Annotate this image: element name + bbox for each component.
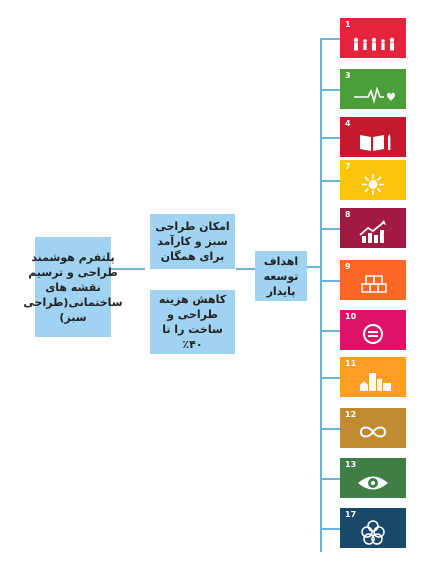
sun-icon	[340, 160, 406, 200]
sdg-root-label: اهداف توسعه پایدار	[263, 254, 299, 298]
platform-node: پلتفرم هوشمند طراحی و ترسیم نقشه های ساخ…	[23, 237, 123, 337]
city-icon	[340, 357, 406, 397]
connector-root-trunk	[305, 266, 321, 268]
sdg-tile-12: 12	[340, 408, 406, 448]
eye-earth-icon	[340, 458, 406, 498]
benefit-top-node: امکان طراحی سبز و کارآمد برای همگان	[150, 214, 235, 269]
sdg-branch-connector	[320, 38, 340, 40]
sdg-branch-connector	[320, 478, 340, 480]
sdg-tile-4: 4	[340, 117, 406, 157]
sdg-number: 12	[345, 410, 357, 419]
platform-label: پلتفرم هوشمند طراحی و ترسیم نقشه های ساخ…	[23, 250, 123, 324]
sdg-number: 8	[345, 210, 351, 219]
sdg-branch-connector	[320, 180, 340, 182]
sdg-number: 11	[345, 359, 357, 368]
flower-rings-icon	[340, 508, 406, 548]
connector-benefits-sdg	[236, 268, 258, 270]
sdg-number: 4	[345, 119, 351, 128]
sdg-number: 13	[345, 460, 357, 469]
sdg-root-node: اهداف توسعه پایدار	[255, 251, 307, 301]
sdg-tile-10: 10	[340, 310, 406, 350]
growth-chart-icon	[340, 208, 406, 248]
cubes-icon	[340, 260, 406, 300]
sdg-number: 7	[345, 162, 351, 171]
equality-icon	[340, 310, 406, 350]
sdg-tile-17: 17	[340, 508, 406, 548]
benefit-top-label: امکان طراحی سبز و کارآمد برای همگان	[155, 220, 230, 263]
heartbeat-icon	[340, 69, 406, 109]
sdg-branch-connector	[320, 280, 340, 282]
sdg-branch-connector	[320, 137, 340, 139]
sdg-tile-11: 11	[340, 357, 406, 397]
infinity-icon	[340, 408, 406, 448]
connector-platform-benefits	[110, 268, 145, 270]
sdg-branch-connector	[320, 89, 340, 91]
sdg-tile-1: 1	[340, 18, 406, 58]
family-icon	[340, 18, 406, 58]
sdg-number: 17	[345, 510, 357, 519]
sdg-branch-connector	[320, 528, 340, 530]
book-icon	[340, 117, 406, 157]
sdg-trunk	[320, 38, 322, 552]
sdg-branch-connector	[320, 428, 340, 430]
sdg-tile-7: 7	[340, 160, 406, 200]
sdg-branch-connector	[320, 228, 340, 230]
sdg-number: 3	[345, 71, 351, 80]
benefit-bottom-label: کاهش هزینه طراحی و ساخت را تا ۴۰٪	[158, 293, 227, 351]
sdg-tile-9: 9	[340, 260, 406, 300]
sdg-branch-connector	[320, 377, 340, 379]
sdg-number: 1	[345, 20, 351, 29]
sdg-branch-connector	[320, 330, 340, 332]
sdg-tile-8: 8	[340, 208, 406, 248]
sdg-number: 10	[345, 312, 357, 321]
sdg-tile-13: 13	[340, 458, 406, 498]
sdg-number: 9	[345, 262, 351, 271]
benefit-bottom-node: کاهش هزینه طراحی و ساخت را تا ۴۰٪	[150, 290, 235, 354]
sdg-tile-3: 3	[340, 69, 406, 109]
